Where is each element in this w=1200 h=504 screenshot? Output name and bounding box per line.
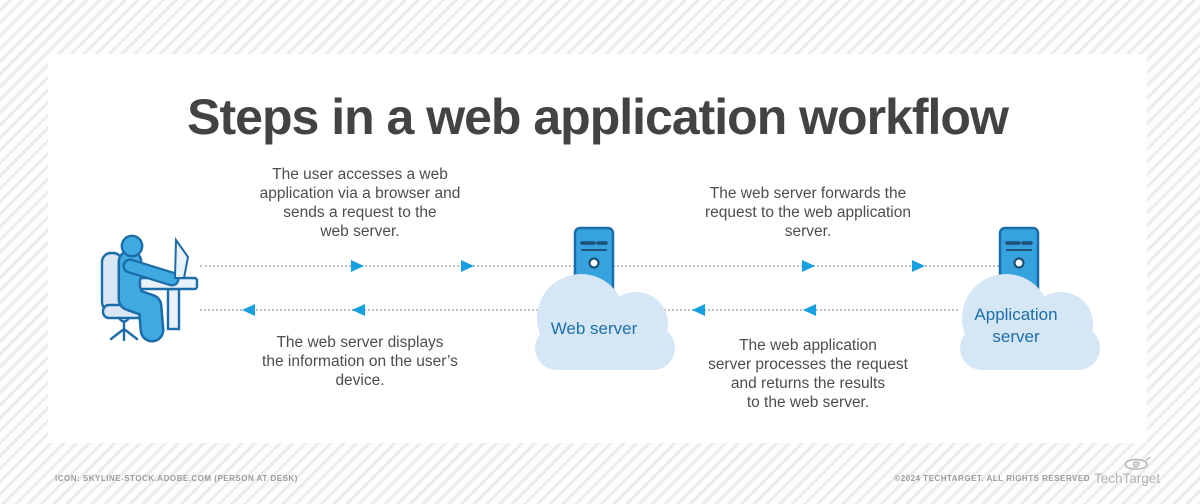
- arrow-left-icon: [242, 304, 255, 316]
- arrow-right-icon: [461, 260, 474, 272]
- icon-credit-text: ICON: SKYLINE-STOCK.ADOBE.COM (PERSON AT…: [55, 474, 298, 483]
- web-server-icon: [519, 222, 689, 377]
- arrow-left-icon: [352, 304, 365, 316]
- person-at-desk-icon: [90, 226, 210, 351]
- cloud-shape: [535, 274, 675, 370]
- web-server-label: Web server: [550, 319, 638, 338]
- step-4-text: The web application server processes the…: [708, 337, 908, 411]
- application-server-label: Application server: [974, 305, 1058, 346]
- techtarget-logo: TechTarget: [1094, 456, 1160, 488]
- step-2-text: The web server forwards the request to t…: [705, 185, 911, 240]
- application-server-icon: [944, 222, 1114, 377]
- eye-icon: [1124, 457, 1151, 470]
- step-1-text: The user accesses a web application via …: [259, 166, 461, 240]
- copyright-text: ©2024 TECHTARGET. ALL RIGHTS RESERVED: [894, 474, 1090, 483]
- arrow-right-icon: [351, 260, 364, 272]
- arrow-right-icon: [912, 260, 925, 272]
- arrow-left-icon: [803, 304, 816, 316]
- arrow-left-icon: [692, 304, 705, 316]
- brand-text: TechTarget: [1094, 471, 1161, 486]
- page-title: Steps in a web application workflow: [187, 89, 1009, 145]
- cloud-shape: [960, 274, 1100, 370]
- step-3-text: The web server displays the information …: [262, 334, 458, 389]
- arrow-right-icon: [802, 260, 815, 272]
